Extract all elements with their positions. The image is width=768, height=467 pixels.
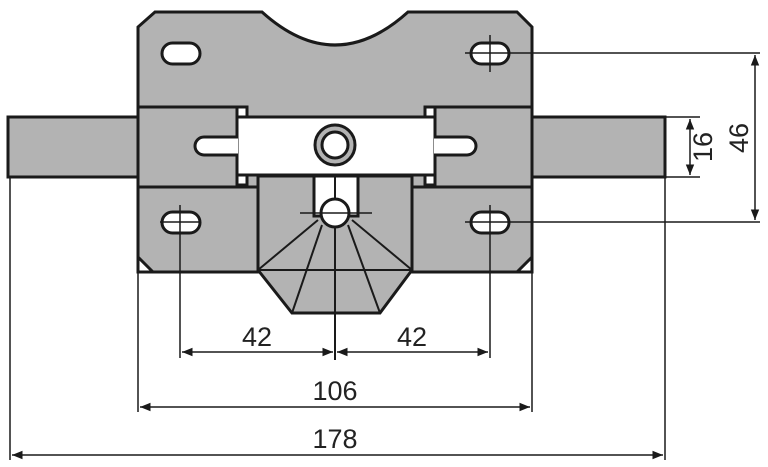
dim-16: 16 <box>688 132 718 162</box>
right-slot <box>434 135 478 157</box>
notch <box>235 173 249 187</box>
notch <box>423 173 437 187</box>
facet <box>291 224 323 314</box>
notch <box>235 105 249 119</box>
oval-hole-top-left <box>160 41 202 66</box>
notch <box>423 105 437 119</box>
facet <box>347 224 381 314</box>
facet <box>257 219 319 271</box>
dim-106: 106 <box>312 376 357 406</box>
center-ring-inner <box>320 130 350 160</box>
dim-42-right: 42 <box>397 322 427 352</box>
dimension-lines <box>9 35 760 460</box>
facet <box>351 219 413 271</box>
dim-178: 178 <box>312 424 357 454</box>
dim-46: 46 <box>724 123 754 153</box>
right-bolt-rod <box>528 115 667 179</box>
left-slot <box>193 135 238 157</box>
left-bolt-rod <box>6 115 142 179</box>
dim-42-left: 42 <box>242 322 272 352</box>
